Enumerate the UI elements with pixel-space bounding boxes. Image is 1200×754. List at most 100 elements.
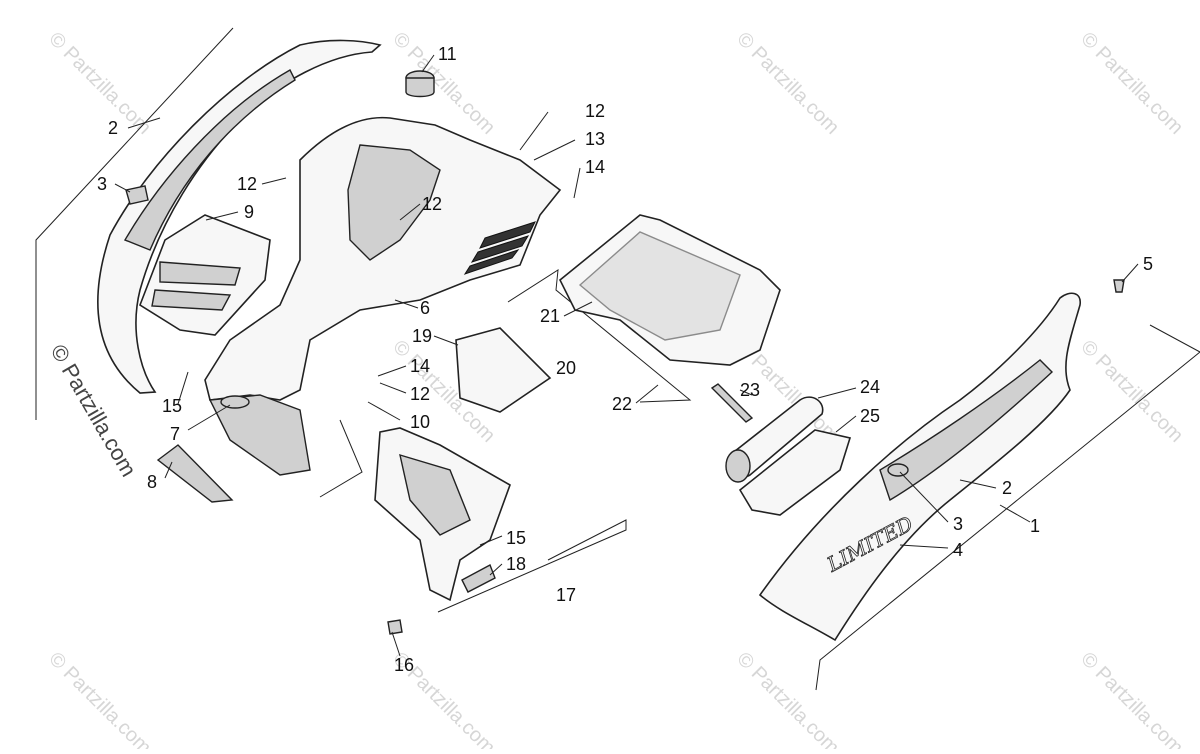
watermark-1: © Partzilla.com [44, 28, 155, 139]
callout-22: 22 [612, 394, 632, 414]
clip-16 [387, 619, 403, 635]
leader-23 [739, 389, 753, 396]
leader-14b [377, 365, 407, 377]
callout-1: 1 [1030, 516, 1040, 536]
callout-9: 9 [244, 202, 254, 222]
leader-12b [519, 111, 549, 151]
callout-17: 17 [556, 585, 576, 605]
leader-14a [573, 167, 581, 199]
side-vent-3-left [125, 185, 149, 205]
lens-panel [455, 327, 552, 413]
lower-panel-badge [461, 564, 496, 593]
hood-lower-nose [208, 394, 311, 476]
callout-12b: 12 [585, 101, 605, 121]
leader-18 [489, 563, 503, 576]
leader-1 [999, 504, 1031, 523]
leader-21 [563, 301, 593, 317]
right-panel-stripe [879, 359, 1054, 502]
hood-inner-cavity [347, 144, 441, 261]
callout-18: 18 [506, 554, 526, 574]
leader-16 [391, 631, 401, 657]
hood-vent-right-2 [470, 235, 530, 263]
tube-assembly [710, 383, 852, 516]
leader-8 [164, 461, 173, 479]
frame-lower-panel [319, 419, 363, 498]
callout-24: 24 [860, 377, 880, 397]
callout-15a: 15 [162, 396, 182, 416]
watermark-4: © Partzilla.com [1076, 28, 1187, 139]
left-windshield-edge [123, 69, 296, 251]
leader-12a [261, 177, 287, 185]
leader-9 [205, 211, 239, 221]
callout-labels: 1 2 2 3 3 4 5 6 7 8 9 10 11 12 12 12 12 … [97, 44, 1153, 675]
leader-lines [114, 54, 1139, 657]
callout-6: 6 [420, 298, 430, 318]
callout-19: 19 [412, 326, 432, 346]
leader-3-right [899, 471, 949, 523]
side-vent-3-right [887, 463, 909, 477]
leader-24 [817, 387, 857, 399]
grommet [405, 70, 435, 98]
leader-22 [635, 384, 659, 404]
watermark-8: © Partzilla.com [44, 648, 155, 749]
watermark-3: © Partzilla.com [732, 28, 843, 139]
callout-14a: 14 [585, 157, 605, 177]
callout-2-left: 2 [108, 118, 118, 138]
callout-11: 11 [438, 44, 457, 64]
callout-13: 13 [585, 129, 605, 149]
leader-12c [399, 203, 421, 221]
callout-25: 25 [860, 406, 880, 426]
callout-8: 8 [147, 472, 157, 492]
callout-10: 10 [410, 412, 430, 432]
headlight-ring [220, 395, 250, 409]
leader-4 [899, 544, 949, 549]
callout-12c: 12 [422, 194, 442, 214]
liner-inner-wall [578, 231, 741, 341]
bracket-25 [738, 429, 852, 516]
frame-liner [507, 269, 692, 403]
frame-left-windshield [35, 27, 234, 420]
fastener-5 [1113, 279, 1125, 293]
vent-grille-slats [151, 261, 241, 311]
storage-liner [558, 214, 781, 366]
mesh-screen [156, 444, 234, 503]
leader-11 [421, 54, 435, 73]
watermark-11: © Partzilla.com [1076, 648, 1187, 749]
leader-25 [835, 415, 857, 433]
leader-19 [433, 335, 459, 346]
callout-16: 16 [394, 655, 414, 675]
callout-12a: 12 [237, 174, 257, 194]
leader-10 [367, 401, 401, 421]
frame-right-side [815, 324, 1200, 691]
leader-15a [177, 371, 189, 405]
tube-24-end [725, 449, 751, 483]
callout-5: 5 [1143, 254, 1153, 274]
leader-12d [379, 382, 407, 394]
callout-14b: 14 [410, 356, 430, 376]
callout-4: 4 [953, 540, 963, 560]
leader-2-left [127, 117, 161, 129]
group-frames [35, 27, 1200, 691]
vent-grille [139, 214, 271, 336]
leader-6 [394, 299, 419, 309]
leader-3-left [114, 183, 131, 193]
callout-7: 7 [170, 424, 180, 444]
leader-13 [533, 139, 576, 161]
callout-23: 23 [740, 380, 760, 400]
lower-center-panel [374, 427, 511, 635]
callout-21: 21 [540, 306, 560, 326]
right-side-panel: LIMITED [758, 279, 1125, 642]
leader-15b [479, 535, 503, 546]
lower-panel-recess [399, 453, 471, 536]
leader-2-right [959, 479, 997, 489]
left-side-panel [97, 39, 382, 394]
callout-3-left: 3 [97, 174, 107, 194]
leader-7 [187, 404, 231, 431]
strap-23 [710, 383, 754, 423]
callout-15b: 15 [506, 528, 526, 548]
watermark-10: © Partzilla.com [732, 648, 843, 749]
leader-5 [1121, 263, 1139, 283]
callout-20: 20 [556, 358, 576, 378]
